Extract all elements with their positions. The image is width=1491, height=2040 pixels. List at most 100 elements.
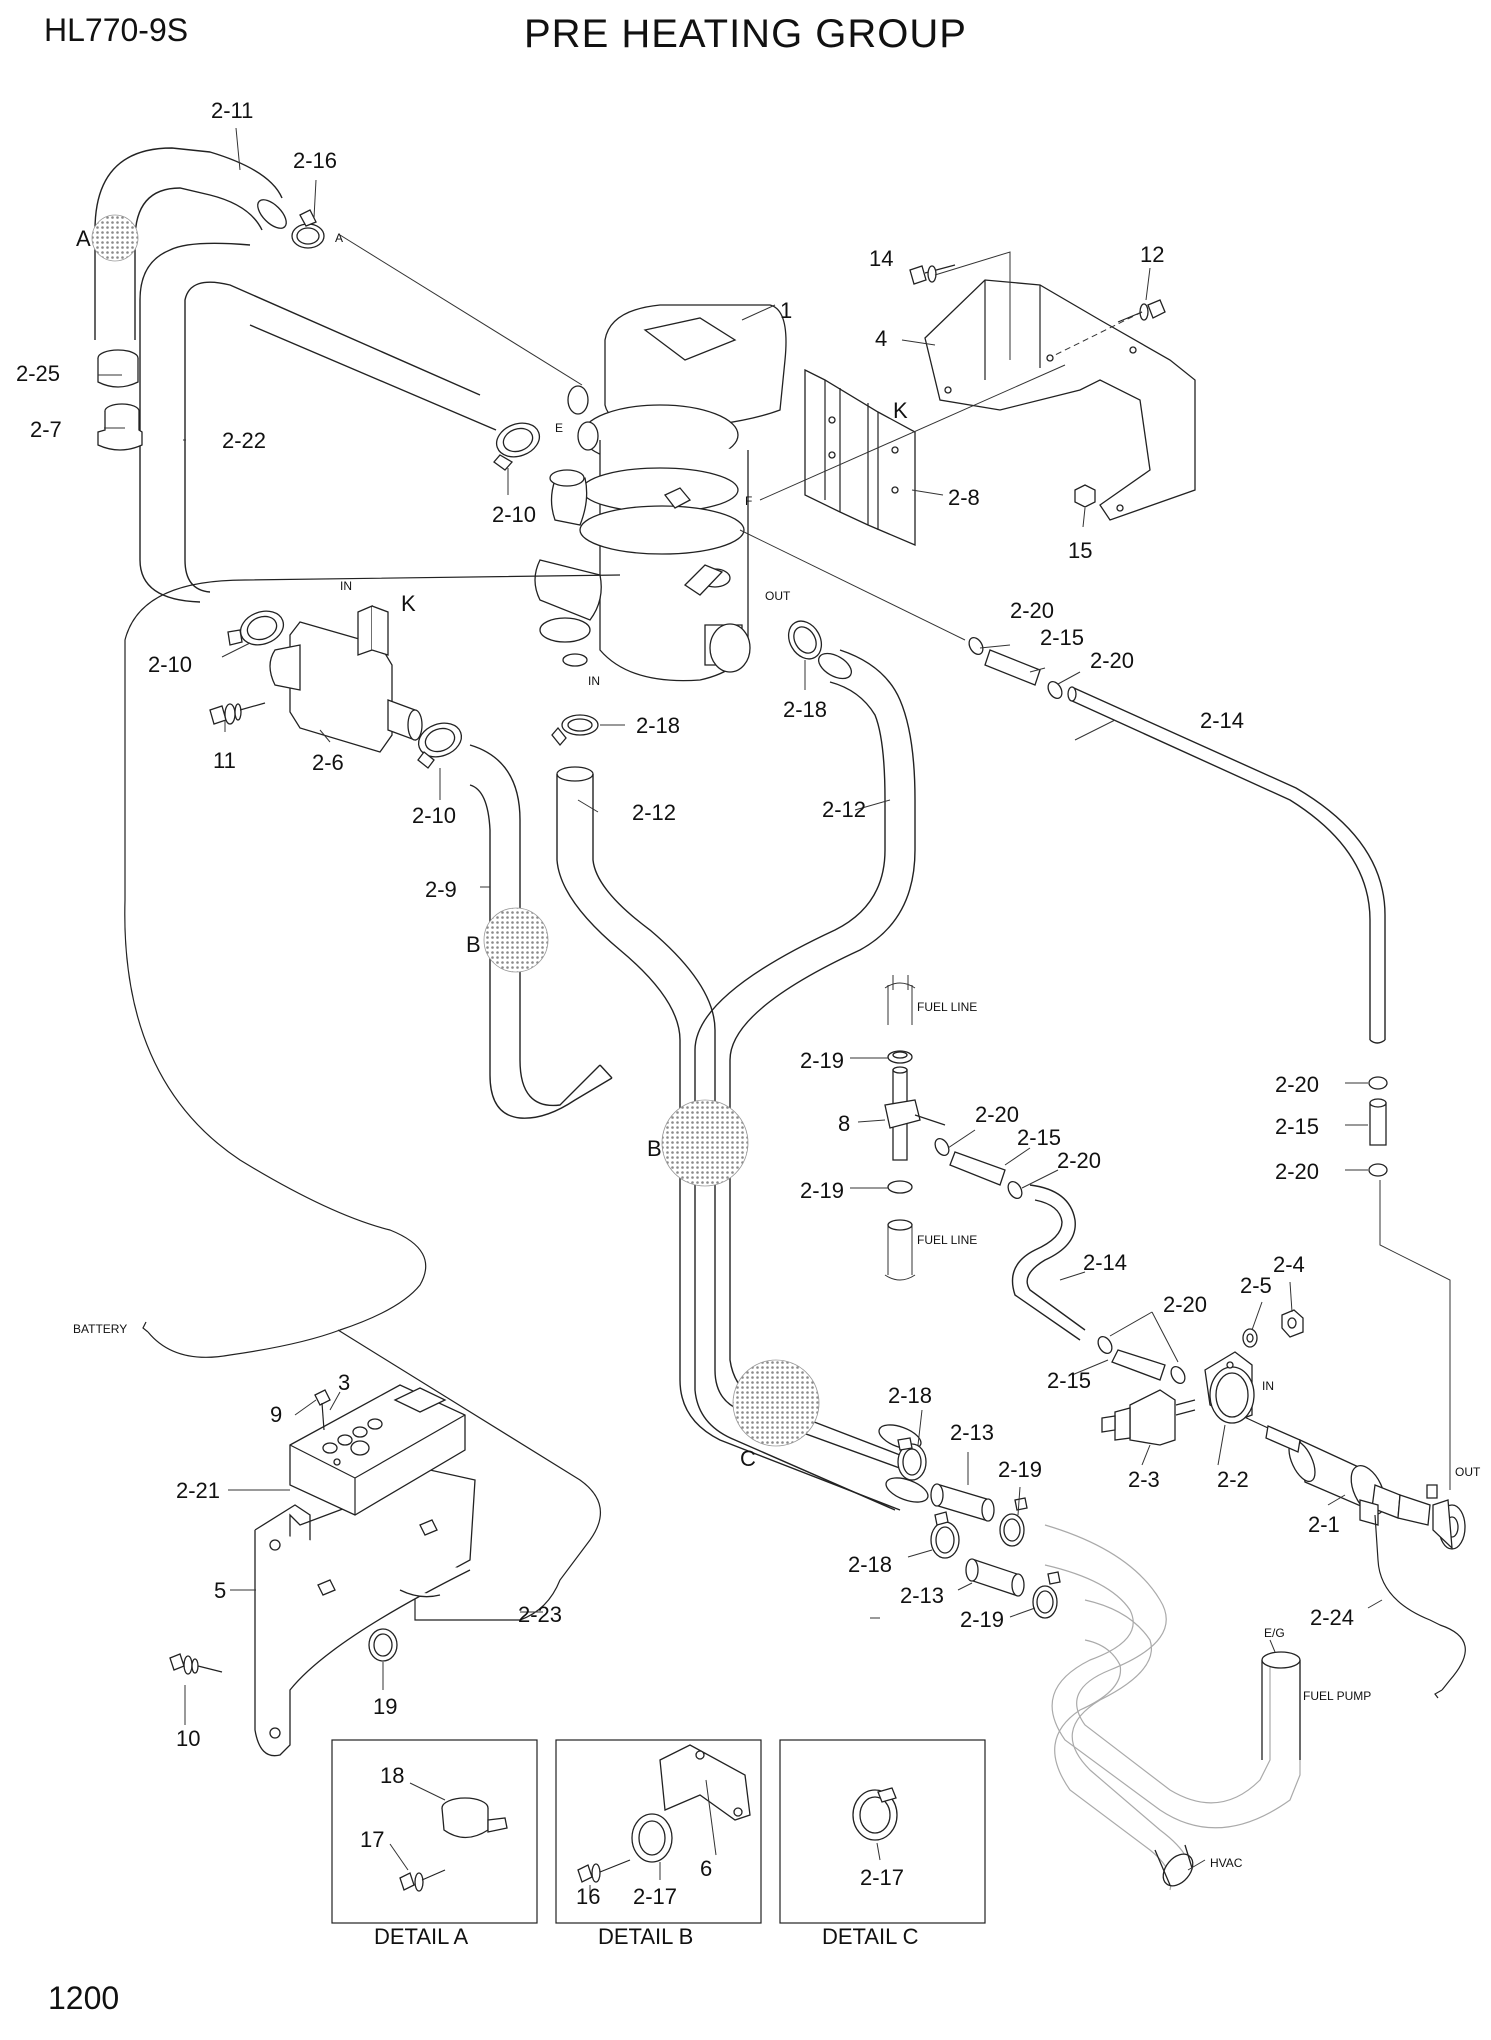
clamp-2-10-top <box>493 422 541 471</box>
callout-2-20-mid: 2-20 <box>975 1102 1019 1127</box>
page-title: PRE HEATING GROUP <box>524 12 967 56</box>
detail-b-callout-16: 16 <box>576 1884 600 1909</box>
label-out-pump: OUT <box>1455 1465 1481 1479</box>
callout-2-14-top: 2-14 <box>1200 708 1244 733</box>
callout-2-23: 2-23 <box>518 1602 562 1627</box>
callout-2-2: 2-2 <box>1217 1467 1249 1492</box>
letter-k-pump: K <box>401 591 416 616</box>
hose-2-11 <box>94 147 287 340</box>
leader-lines-bracket <box>339 234 1143 641</box>
marker-a <box>91 214 139 262</box>
coolant-pump-2-6 <box>269 605 423 753</box>
callout-numbers: 2-11 2-16 1 14 12 4 2-8 15 2-25 2-7 2-22… <box>16 98 1354 1751</box>
hose-2-14-lower <box>1011 1184 1086 1341</box>
callout-2-9: 2-9 <box>425 877 457 902</box>
letter-b-large: B <box>647 1136 662 1161</box>
letter-b-small: B <box>466 932 481 957</box>
clamps-2-18-lower <box>897 1437 960 1559</box>
callout-12: 12 <box>1140 242 1164 267</box>
callout-2-13-top: 2-13 <box>950 1420 994 1445</box>
detail-b-callout-2-17: 2-17 <box>633 1884 677 1909</box>
callout-2-14-mid: 2-14 <box>1083 1250 1127 1275</box>
clamp-2-18-right <box>787 620 823 660</box>
nut-2-4 <box>1281 1309 1304 1338</box>
page-number: 1200 <box>48 1980 120 2016</box>
letter-f: F <box>745 494 752 508</box>
letter-a: A <box>76 226 91 251</box>
callout-2-20-low: 2-20 <box>1163 1292 1207 1317</box>
fuel-fittings-right <box>968 636 1451 1490</box>
label-eg: E/G <box>1264 1626 1285 1640</box>
hose-2-9 <box>469 744 613 1119</box>
callout-2-15-low: 2-15 <box>1047 1368 1091 1393</box>
hose-2-12-left <box>556 766 929 1511</box>
detail-c-title: DETAIL C <box>822 1924 919 1949</box>
callout-2-18-heater: 2-18 <box>636 713 680 738</box>
callout-2-20-r1: 2-20 <box>1275 1072 1319 1097</box>
marker-b-small <box>483 907 549 973</box>
callout-8: 8 <box>838 1111 850 1136</box>
callout-2-6: 2-6 <box>312 750 344 775</box>
callout-14: 14 <box>869 246 893 271</box>
callout-2-10-lower: 2-10 <box>412 803 456 828</box>
controller-2-21 <box>289 1384 466 1516</box>
callout-10: 10 <box>176 1726 200 1751</box>
callout-leaders <box>98 127 1383 1871</box>
letter-e: E <box>555 421 563 435</box>
callout-2-18-lower1: 2-18 <box>888 1383 932 1408</box>
callout-2-16: 2-16 <box>293 148 337 173</box>
callout-2-24: 2-24 <box>1310 1605 1354 1630</box>
clamp-2-18-heater <box>551 714 599 747</box>
bracket-2-8 <box>804 368 916 546</box>
callout-19: 19 <box>373 1694 397 1719</box>
callout-2-18-right: 2-18 <box>783 697 827 722</box>
dosing-pump-2-1 <box>1239 1414 1466 1550</box>
callout-2-19-top: 2-19 <box>800 1048 844 1073</box>
detail-marker-letters: A A B B C K K E F <box>76 226 908 1471</box>
callout-11: 11 <box>213 748 236 773</box>
callout-2-7: 2-7 <box>30 417 62 442</box>
label-in-heater: IN <box>588 674 600 688</box>
callout-2-18-lower2: 2-18 <box>848 1552 892 1577</box>
callout-2-20-top: 2-20 <box>1010 598 1054 623</box>
callout-2-20-mid2: 2-20 <box>1057 1148 1101 1173</box>
callout-2-3: 2-3 <box>1128 1467 1160 1492</box>
bolt-10 <box>169 1653 223 1675</box>
battery-harness <box>124 574 621 1621</box>
callout-5: 5 <box>214 1578 226 1603</box>
detail-box-b: 6 16 2-17 <box>555 1739 762 1924</box>
clamps-2-19-lower <box>999 1497 1061 1619</box>
detail-titles: DETAIL A DETAIL B DETAIL C <box>374 1924 919 1949</box>
callout-2-12-right: 2-12 <box>822 797 866 822</box>
callout-1: 1 <box>780 298 792 323</box>
label-fuel-line-top: FUEL LINE <box>917 1000 977 1014</box>
callout-2-8: 2-8 <box>948 485 980 510</box>
harness-2-24 <box>1374 1514 1466 1699</box>
marker-c <box>732 1359 820 1447</box>
callout-2-19-mid: 2-19 <box>800 1178 844 1203</box>
bolt-11 <box>209 702 266 725</box>
model-number: HL770-9S <box>44 12 189 48</box>
detail-b-title: DETAIL B <box>598 1924 693 1949</box>
label-out-heater: OUT <box>765 589 791 603</box>
grommet-19 <box>368 1628 398 1662</box>
clamp-2-16 <box>291 209 325 249</box>
bolt-14 <box>909 264 956 285</box>
label-fuel-pump: FUEL PUMP <box>1303 1689 1371 1703</box>
bracket-4 <box>924 279 1196 521</box>
detail-box-a: 18 17 <box>331 1739 538 1924</box>
clamp-2-10-lower <box>417 722 463 769</box>
callout-3: 3 <box>338 1370 350 1395</box>
callout-2-4: 2-4 <box>1273 1252 1305 1277</box>
label-in-bracket: IN <box>1262 1379 1274 1393</box>
callout-2-20-r2: 2-20 <box>1275 1159 1319 1184</box>
callout-4: 4 <box>875 326 887 351</box>
callout-2-11: 2-11 <box>211 98 253 123</box>
callout-9: 9 <box>270 1402 282 1427</box>
pipes-2-13 <box>930 1483 1025 1597</box>
callout-2-13-low: 2-13 <box>900 1583 944 1608</box>
callout-2-25: 2-25 <box>16 361 60 386</box>
screw-9 <box>314 1389 331 1431</box>
heater-unit <box>534 304 787 682</box>
